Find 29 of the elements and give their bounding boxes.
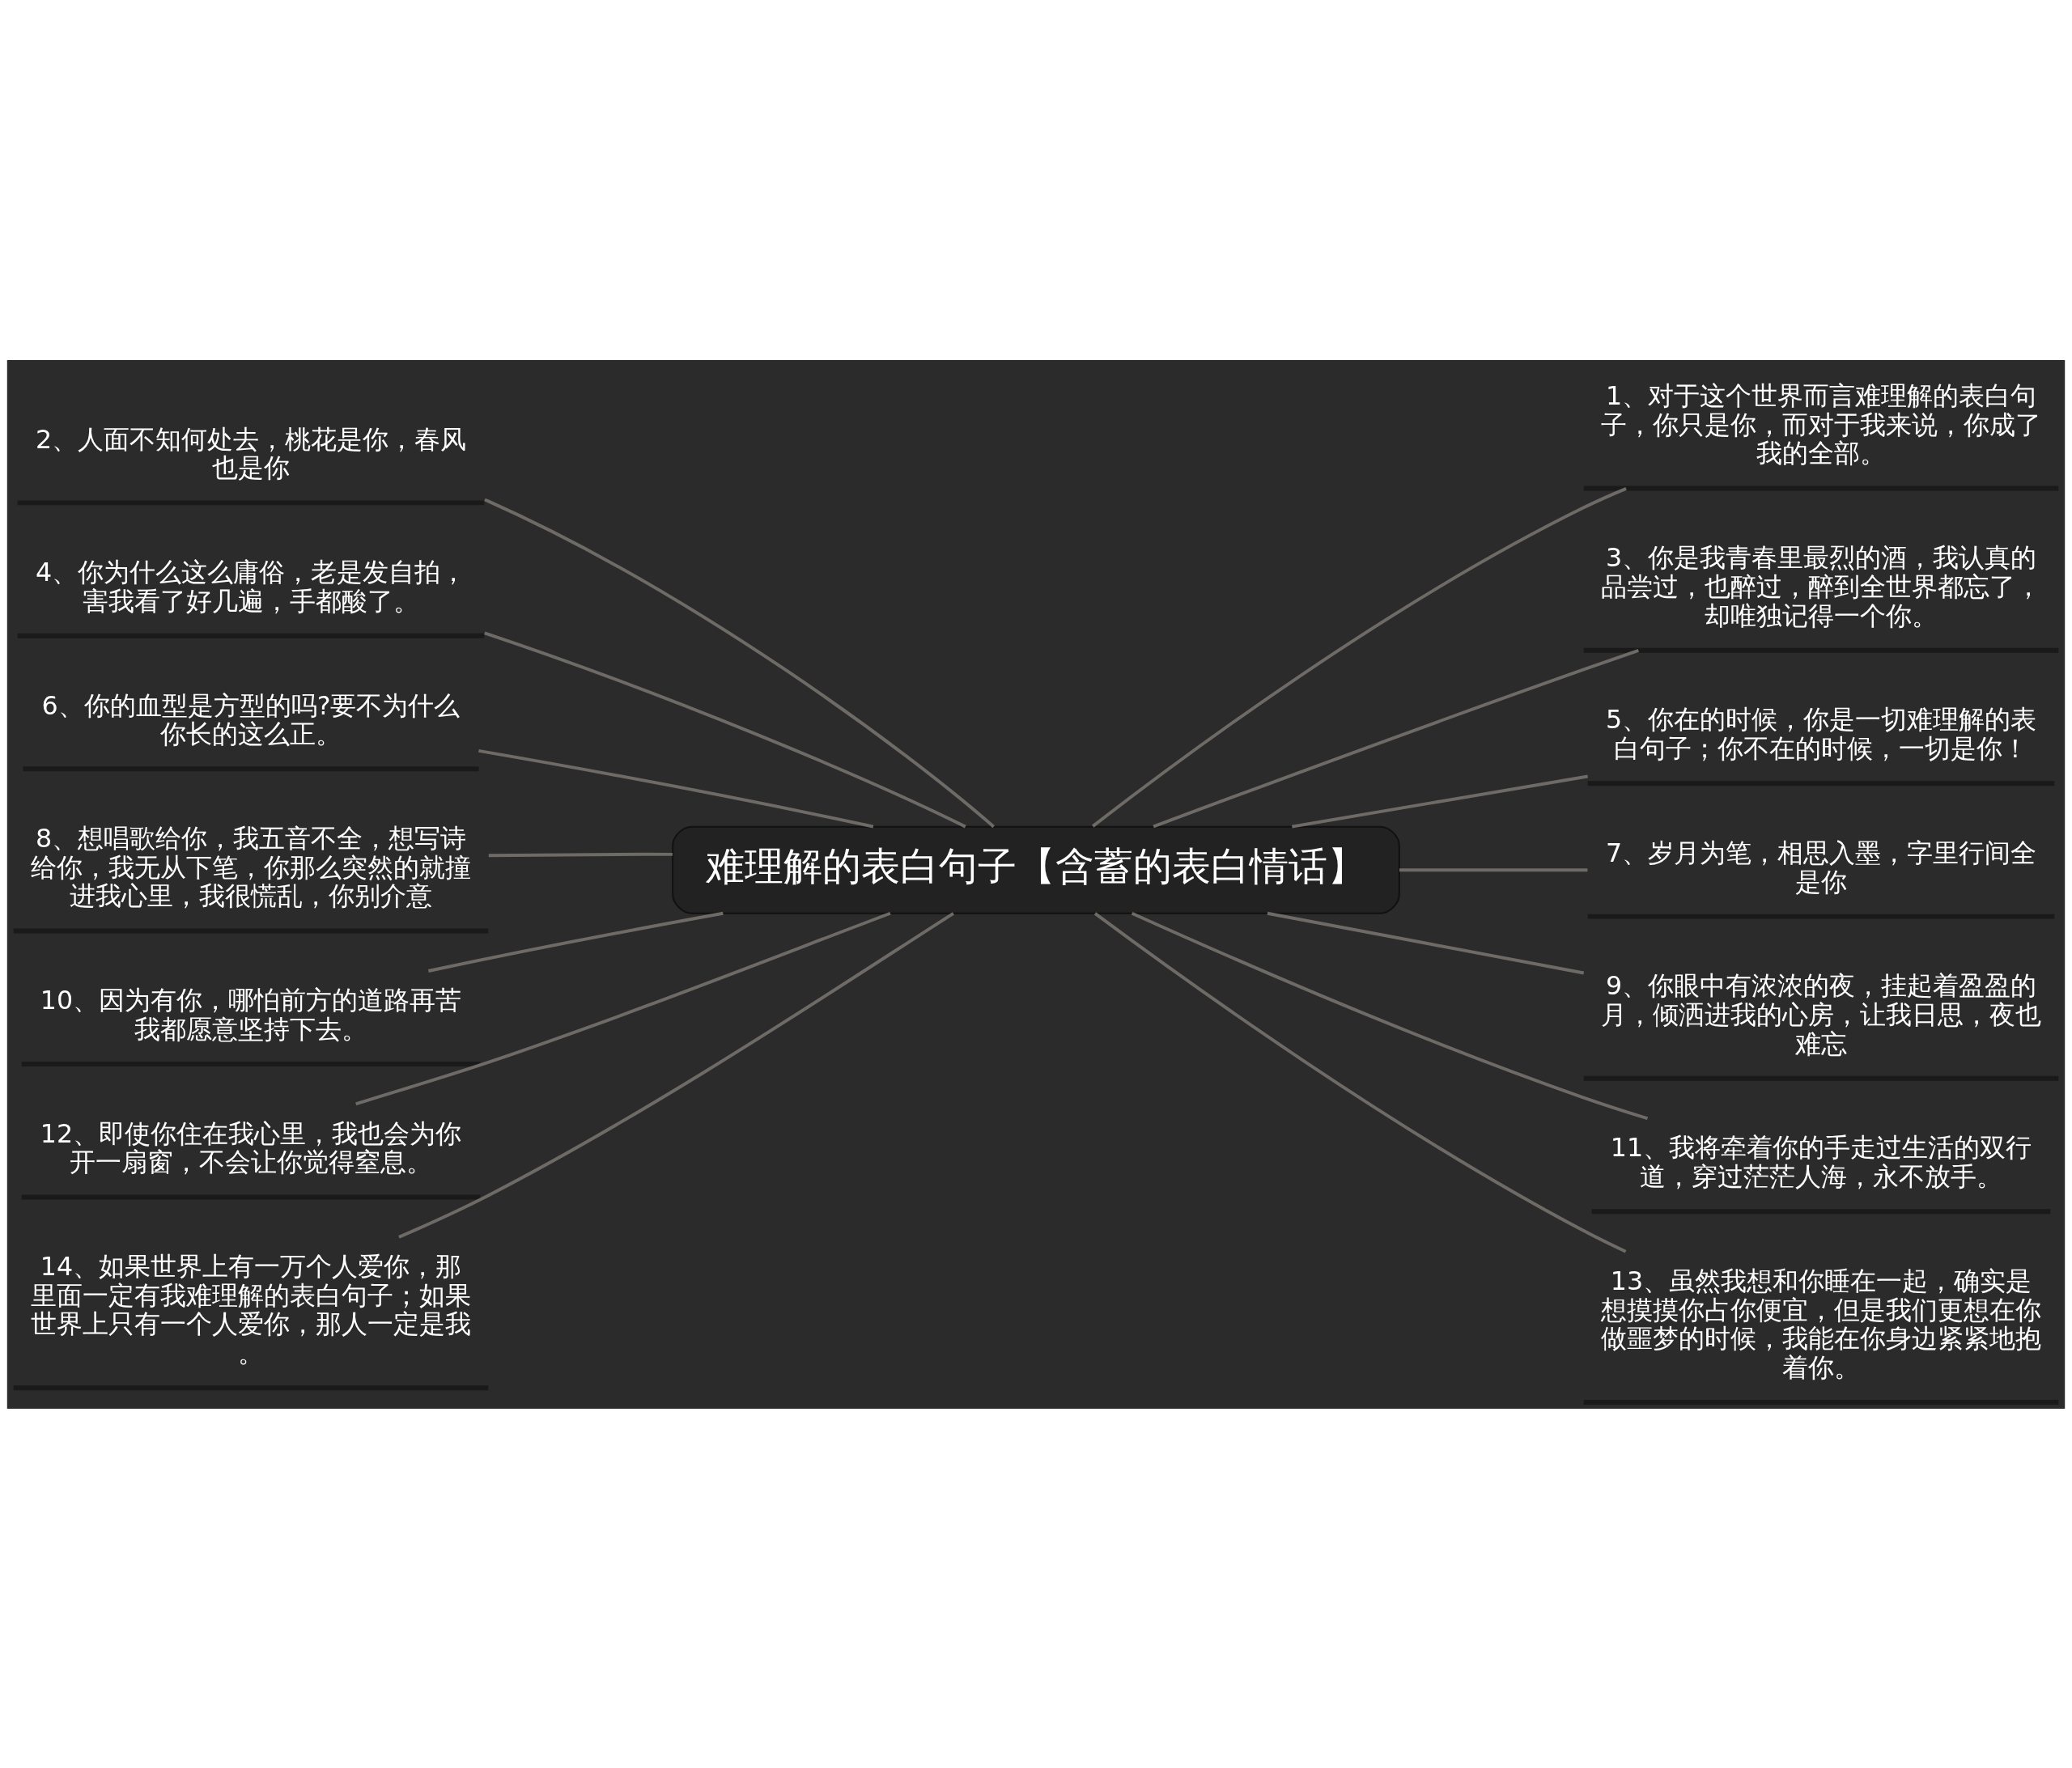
node-text: 2、人面不知何处去，桃花是你，春风也是你 xyxy=(35,424,467,482)
node-text: 3、你是我青春里最烈的酒，我认真的品尝过，也醉过，醉到全世界都忘了，却唯独记得一个你。 xyxy=(1601,542,2042,630)
node-text: 11、我将牵着你的手走过生活的双行道，穿过茫茫人海，永不放手。 xyxy=(1610,1132,2032,1191)
connector xyxy=(1093,911,1627,1253)
connector xyxy=(355,911,891,1105)
connector xyxy=(478,748,874,829)
connector xyxy=(1291,774,1588,829)
node-text: 10、因为有你，哪怕前方的道路再苦我都愿意坚持下去。 xyxy=(40,985,462,1044)
connector xyxy=(1153,648,1640,828)
node-text: 9、你眼中有浓浓的夜，挂起着盈盈的月，倾洒进我的心房，让我日思，夜也难忘 xyxy=(1601,970,2042,1058)
connector xyxy=(484,498,995,828)
node-text: 13、虽然我想和你睡在一起，确实是想摸摸你占你便宜，但是我们更想在你做噩梦的时候，我能在你身边紧紧地抱着你。 xyxy=(1601,1266,2042,1382)
node-text: 5、你在的时候，你是一切难理解的表白句子；你不在的时候，一切是你！ xyxy=(1605,704,2037,763)
connector xyxy=(484,631,966,828)
node-text: 4、你为什么这么庸俗，老是发自拍，害我看了好几遍，手都酸了。 xyxy=(35,557,467,616)
connector xyxy=(398,911,954,1239)
connector xyxy=(1267,911,1585,974)
node-text: 1、对于这个世界而言难理解的表白句子，你只是你，而对于我来说，你成了我的全部。 xyxy=(1601,380,2042,468)
connector xyxy=(1092,486,1627,828)
node-text: 8、想唱歌给你，我五音不全，想写诗给你，我无从下笔，你那么突然的就撞进我心里，我很慌乱，你别介意 xyxy=(30,823,471,910)
node-text: 12、即使你住在我心里，我也会为你开一扇窗，不会让你觉得窒息。 xyxy=(40,1118,462,1177)
node-text: 14、如果世界上有一万个人爱你，那里面一定有我难理解的表白句子；如果世界上只有一个人爱你，那人一定是我。 xyxy=(30,1251,471,1367)
connector xyxy=(427,911,724,973)
node-box: 难理解的表白句子【含蓄的表白情话】 xyxy=(672,825,1400,914)
node-text: 6、你的血型是方型的吗?要不为什么你长的这么正。 xyxy=(41,690,461,748)
node-text: 7、岁月为笔，相思入墨，字里行间全是你 xyxy=(1605,837,2037,897)
connector xyxy=(1131,911,1649,1120)
connector xyxy=(1399,867,1588,871)
connector xyxy=(488,852,673,857)
